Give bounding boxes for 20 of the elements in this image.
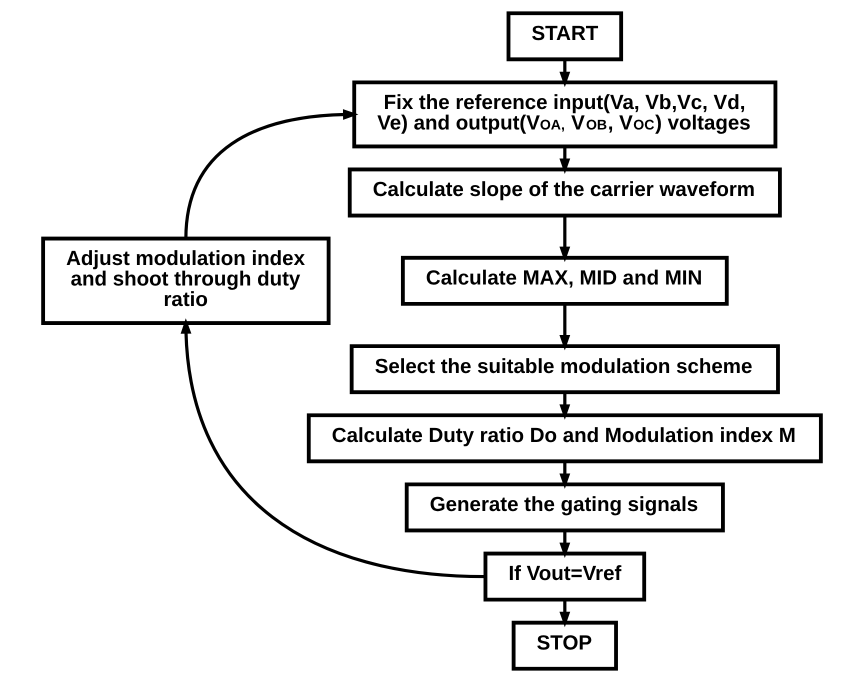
arrow — [558, 146, 570, 174]
arrow — [558, 530, 570, 558]
arrow — [558, 600, 570, 628]
arrow — [558, 304, 570, 350]
arrow — [558, 216, 570, 262]
arrow — [184, 109, 358, 239]
node-box: Adjust modulation index and shoot through duty ratio — [40, 236, 330, 325]
node-box: Calculate Duty ratio Do and Modulation index M — [306, 413, 822, 464]
node-box: Generate the gating signals — [404, 482, 724, 532]
arrow — [180, 318, 484, 578]
node-box: If Vout=Vref — [483, 552, 646, 602]
arrow — [558, 59, 570, 88]
node-box: START — [506, 11, 623, 62]
arrow — [558, 392, 570, 420]
arrow — [558, 461, 570, 489]
node-box: Fix the reference input(Va, Vb,Vc, Vd, Ve) and output(VOA, VOB, VOC) voltages — [352, 80, 777, 148]
node-box: Select the suitable modulation scheme — [349, 344, 780, 394]
node-box: Calculate slope of the carrier waveform — [347, 168, 782, 218]
node-box: STOP — [511, 620, 618, 671]
node-box: Calculate MAX, MID and MIN — [400, 256, 728, 306]
